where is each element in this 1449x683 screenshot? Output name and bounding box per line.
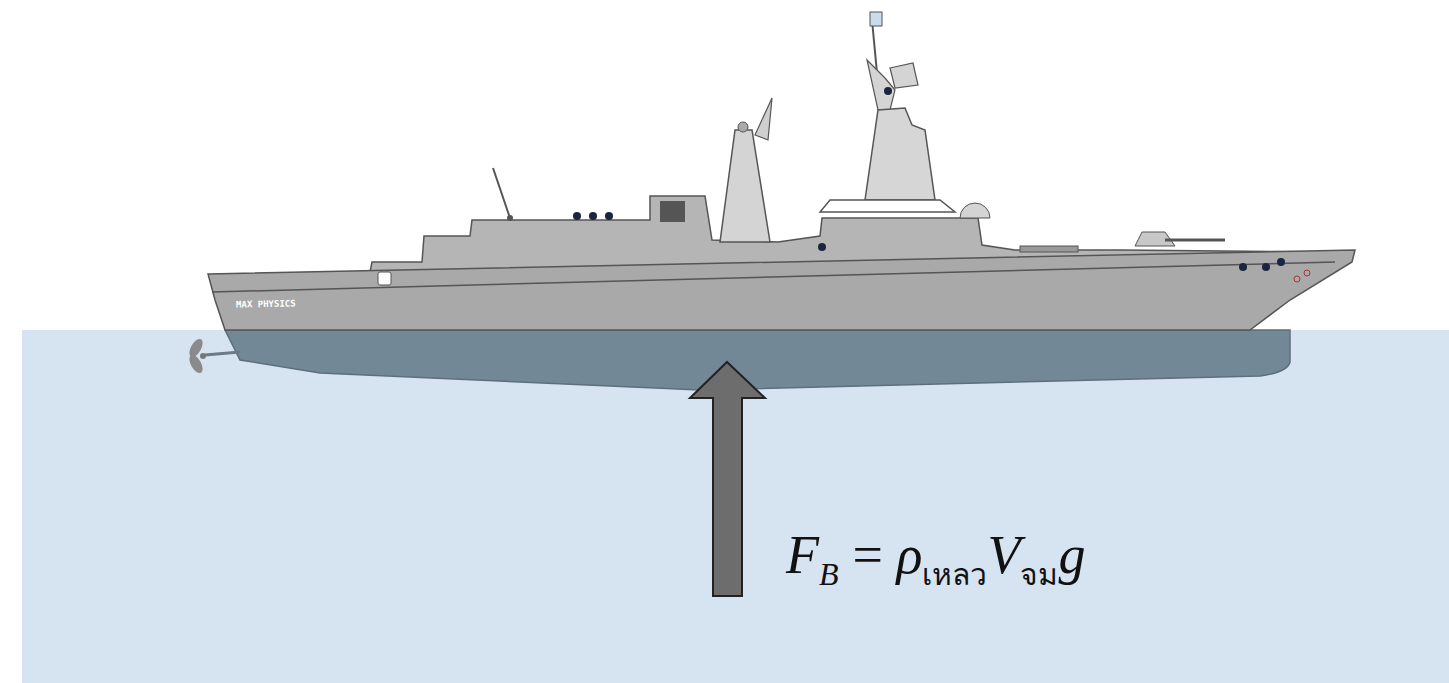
hull — [208, 250, 1355, 330]
launcher — [1020, 246, 1078, 252]
flag — [870, 12, 882, 26]
dots — [573, 87, 1285, 271]
gun-barrel — [1165, 239, 1225, 242]
funnel-fin — [755, 98, 772, 140]
radar-panel — [890, 63, 918, 88]
formula-part: F — [786, 525, 819, 585]
hull-line — [212, 262, 1335, 292]
buoyancy-arrow — [690, 362, 765, 596]
hawse — [1294, 276, 1300, 282]
mast-tower — [865, 108, 935, 200]
formula-part: เหลว — [922, 557, 987, 592]
funnel — [720, 130, 770, 242]
formula-part: = — [853, 525, 897, 585]
hawse — [1304, 270, 1310, 276]
propeller — [187, 337, 240, 375]
formula-part: ρ — [897, 525, 923, 585]
formula-part: g — [1058, 525, 1085, 585]
window — [660, 201, 685, 222]
formula-part: B — [819, 556, 839, 592]
hull-name: MAX PHYSICS — [236, 298, 296, 309]
formula-part: V — [987, 525, 1020, 585]
funnel-cap — [738, 122, 748, 132]
porthole — [378, 272, 391, 285]
antenna — [493, 168, 510, 218]
submerged-hull — [225, 330, 1290, 390]
buoyancy-formula: FB= ρเหลวVจมg — [786, 528, 1085, 582]
formula-part: จม — [1020, 557, 1058, 592]
water — [22, 330, 1449, 683]
mast-platform — [820, 200, 955, 212]
dome — [960, 203, 990, 218]
